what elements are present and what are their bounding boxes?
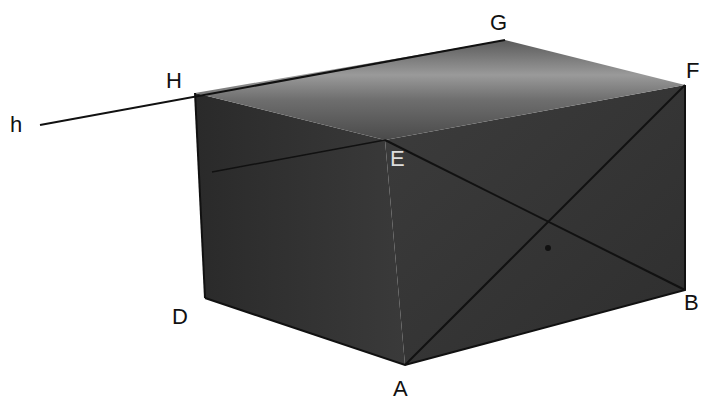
vertex-label: E — [390, 148, 405, 170]
box-edge — [205, 85, 685, 365]
intersection-dot — [545, 245, 551, 251]
vertex-label: G — [490, 12, 507, 34]
diagonal-line — [385, 140, 685, 290]
vertex-label: H — [166, 70, 182, 92]
vertex-label: B — [684, 292, 699, 314]
face-line — [212, 140, 385, 172]
vertex-label: A — [393, 378, 408, 400]
top-face — [195, 40, 685, 140]
vertex-label: F — [686, 60, 699, 82]
vertex-label: h — [10, 114, 22, 136]
extended-line — [40, 40, 505, 125]
vertex-label: D — [172, 306, 188, 328]
diagonal-line — [405, 85, 685, 365]
box-edge — [195, 93, 205, 298]
